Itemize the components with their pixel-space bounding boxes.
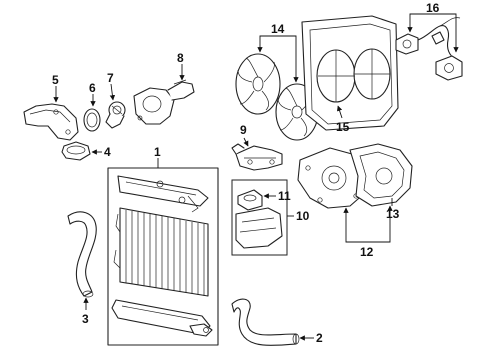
- fan-wiring-harness[interactable]: [417, 17, 461, 61]
- water-inlet-part[interactable]: [23, 103, 79, 141]
- callout-13: 13: [386, 207, 400, 221]
- callout-12: 12: [360, 245, 374, 259]
- callout-16: 16: [426, 1, 440, 15]
- callout-9: 9: [240, 123, 247, 137]
- reservoir-cap-part[interactable]: [237, 189, 263, 211]
- bypass-pipe-part[interactable]: [231, 143, 283, 171]
- fan-shroud-part[interactable]: [301, 15, 399, 131]
- gasket-part[interactable]: [83, 108, 101, 132]
- callout-11: 11: [278, 189, 291, 203]
- fan-motor-upper[interactable]: [395, 33, 419, 55]
- lower-hose-part[interactable]: [67, 211, 97, 298]
- radiator-lower-tank[interactable]: [111, 299, 213, 337]
- reservoir-tank-part[interactable]: [235, 207, 283, 249]
- radiator-cap-part[interactable]: [61, 141, 91, 161]
- cooling-fan-left[interactable]: [235, 53, 281, 115]
- callout-3: 3: [82, 312, 89, 326]
- water-pump-part[interactable]: [297, 147, 367, 209]
- upper-hose-part[interactable]: [231, 298, 300, 346]
- callout-8: 8: [177, 51, 184, 65]
- radiator-core[interactable]: [113, 207, 209, 297]
- callout-labels: 5 6 7 8 4 1 3 2 14 15 16 9 11 10 12 13: [52, 1, 440, 345]
- fan-motor-lower[interactable]: [435, 55, 463, 81]
- radiator-upper-tank[interactable]: [117, 175, 209, 213]
- water-pump-gasket-part[interactable]: [349, 143, 413, 207]
- callout-15: 15: [336, 120, 350, 134]
- thermostat-part[interactable]: [105, 101, 126, 129]
- callout-1: 1: [154, 145, 161, 159]
- callout-6: 6: [89, 81, 96, 95]
- water-outlet-part[interactable]: [133, 79, 195, 125]
- callout-10: 10: [296, 209, 310, 223]
- callout-5: 5: [52, 73, 59, 87]
- callout-14: 14: [271, 22, 285, 36]
- callout-7: 7: [107, 71, 114, 85]
- callout-2: 2: [316, 331, 323, 345]
- leader-lines: [53, 13, 459, 341]
- radiator-assembly-frame: [107, 167, 219, 346]
- reservoir-group-frame: [231, 179, 288, 256]
- callout-4: 4: [104, 145, 111, 159]
